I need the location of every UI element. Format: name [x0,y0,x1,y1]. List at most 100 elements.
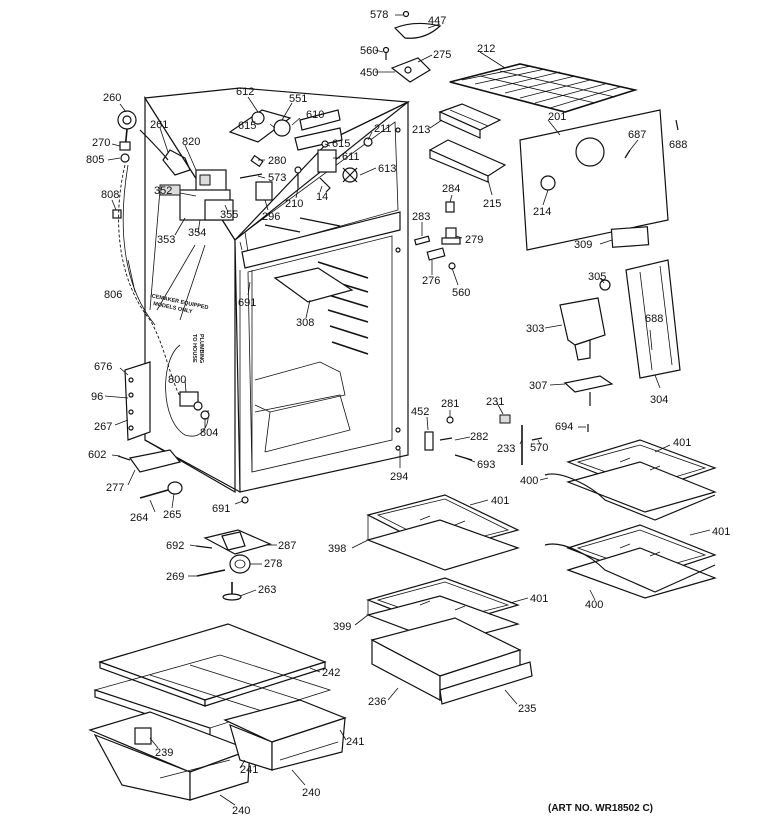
part-label: 294 [390,471,408,483]
part-label: 269 [166,571,184,583]
tohouse-note-line2: PLUMBING [198,334,204,363]
part-labels: 578 447 560 275 450 212 260 612 551 615 … [86,9,730,817]
leader-lines [104,14,711,806]
part-label: 261 [150,119,168,131]
part-label: 212 [477,43,495,55]
part-label: 401 [491,495,509,507]
part-label: 450 [360,67,378,79]
part-label: 352 [154,185,172,197]
part-label: 281 [441,398,459,410]
part-label: 401 [530,593,548,605]
part-label: 602 [88,449,106,461]
part-label: 263 [258,584,276,596]
part-label: 201 [548,111,566,123]
part-label: 308 [296,317,314,329]
part-label: 215 [483,198,501,210]
part-label: 615 [332,138,350,150]
part-label: 303 [526,323,544,335]
part-label: 687 [628,129,646,141]
top-parts [382,10,681,406]
part-label: 213 [412,124,430,136]
part-label: 305 [588,271,606,283]
bottom-parts [117,449,272,601]
part-label: 214 [533,206,551,218]
part-label: 452 [411,406,429,418]
part-label: 694 [555,421,573,433]
part-label: 211 [374,123,392,135]
part-label: 400 [520,475,538,487]
part-label: 570 [530,442,548,454]
part-label: 560 [360,45,378,57]
part-label: 693 [477,459,495,471]
part-label: 691 [238,297,256,309]
part-label: 610 [306,109,324,121]
part-label: 241 [346,736,364,748]
part-label: 284 [442,183,460,195]
part-label: 400 [585,599,603,611]
part-label: 275 [433,49,451,61]
part-label: 691 [212,503,230,515]
part-label: 401 [712,526,730,538]
part-label: 96 [91,391,103,403]
part-label: 688 [669,139,687,151]
part-label: 239 [155,747,173,759]
part-label: 800 [168,374,186,386]
part-label: 304 [650,394,668,406]
part-label: 573 [268,172,286,184]
freezer-components [159,109,373,303]
part-label: 241 [240,764,258,776]
part-label: 287 [278,540,296,552]
part-label: 231 [486,396,504,408]
part-label: 279 [465,234,483,246]
part-label: 615 [238,120,256,132]
part-label: 276 [422,275,440,287]
part-label: 240 [302,787,320,799]
part-label: 676 [94,361,112,373]
part-label: 692 [166,540,184,552]
part-label: 280 [268,155,286,167]
part-label: 613 [378,163,396,175]
part-label: 805 [86,154,104,166]
part-label: 560 [452,287,470,299]
part-label: 282 [470,431,488,443]
part-label: 804 [200,427,218,439]
part-label: 307 [529,380,547,392]
part-label: 578 [370,9,388,21]
part-label: 296 [262,211,280,223]
tohouse-note-line1: TO HOUSE [191,334,197,363]
part-label: 355 [220,209,238,221]
part-label: 398 [328,543,346,555]
part-label: 611 [342,151,360,163]
part-label: 401 [673,437,691,449]
part-label: 688 [645,313,663,325]
cabinet [143,87,411,494]
part-label: 808 [101,189,119,201]
art-number: (ART NO. WR18502 C) [548,803,653,814]
part-label: 267 [94,421,112,433]
part-label: 806 [104,289,122,301]
part-label: 612 [236,86,254,98]
part-label: 551 [289,93,307,105]
part-label: 260 [103,92,121,104]
part-label: 277 [106,482,124,494]
part-label: 447 [428,15,446,27]
part-label: 399 [333,621,351,633]
water-line [112,110,210,441]
part-label: 353 [157,234,175,246]
part-label: 242 [322,667,340,679]
part-label: 210 [285,198,303,210]
part-label: 354 [188,227,206,239]
part-label: 264 [130,512,148,524]
part-label: 265 [163,509,181,521]
part-label: 309 [574,239,592,251]
part-label: 235 [518,703,536,715]
part-label: 14 [316,191,328,203]
part-label: 270 [92,137,110,149]
part-label: 240 [232,805,250,817]
part-label: 820 [182,136,200,148]
glass-shelves [366,439,717,645]
part-label: 236 [368,696,386,708]
crisper-assembly [88,617,533,801]
part-label: 233 [497,443,515,455]
